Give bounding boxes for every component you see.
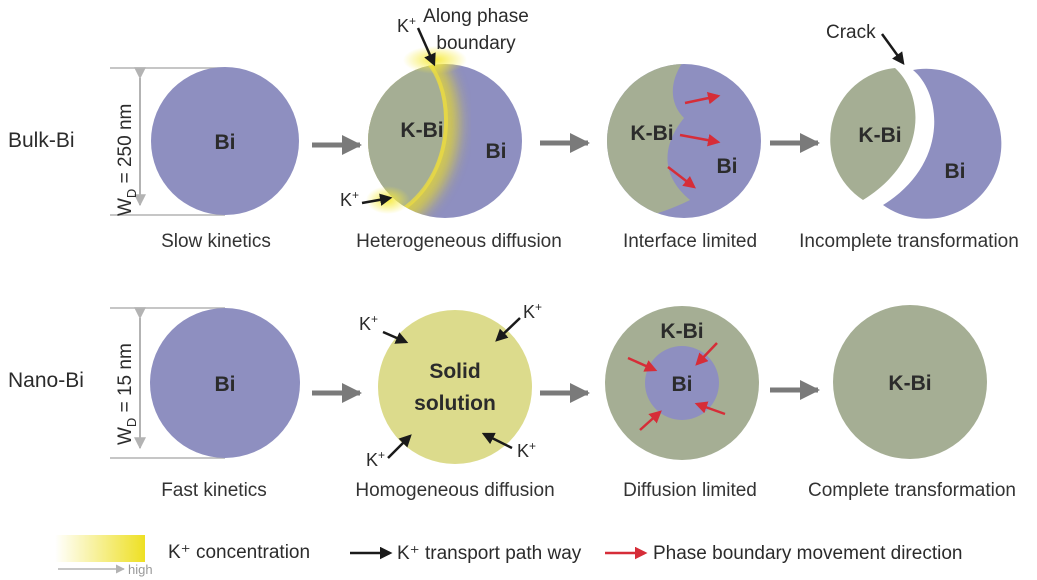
kplus-transport-arrow xyxy=(416,27,436,67)
caption-interface-limited: Interface limited xyxy=(623,231,757,252)
incomplete-kbi-label: K-Bi xyxy=(858,124,901,147)
caption-complete-transformation: Complete transformation xyxy=(808,480,1016,501)
kplus-transport-arrow xyxy=(361,193,393,206)
nano-bi-label: Bi xyxy=(215,373,236,396)
kplus-label: K+ xyxy=(366,448,385,470)
hetero-bi-label: Bi xyxy=(486,140,507,163)
phase-boundary-label-1: Along phase xyxy=(423,6,529,27)
gradient-high-label: high xyxy=(128,562,153,577)
kplus-top-label: K+ xyxy=(397,14,416,36)
interface-bi-label: Bi xyxy=(717,155,738,178)
row-label-nano: Nano-Bi xyxy=(8,369,84,392)
phase-movement-arrow xyxy=(627,356,658,372)
size-label-nano: WD = 15 nm xyxy=(115,343,139,445)
nano-bi-particle xyxy=(150,308,300,458)
size-label-bulk: WD = 250 nm xyxy=(115,104,139,216)
diffusion-bi-label: Bi xyxy=(672,373,693,396)
complete-kbi-particle xyxy=(833,305,987,459)
legend-transport-label: K⁺ transport path way xyxy=(397,543,582,564)
kplus-transport-arrow xyxy=(495,317,521,342)
solution-label: solution xyxy=(414,392,496,415)
solid-solution-particle xyxy=(378,310,532,464)
kplus-label: K+ xyxy=(517,439,536,461)
kplus-label: K+ xyxy=(359,312,378,334)
crack-pointer-arrow xyxy=(880,33,905,66)
caption-homogeneous-diffusion: Homogeneous diffusion xyxy=(355,480,554,501)
complete-kbi-label: K-Bi xyxy=(888,372,931,395)
caption-incomplete-transformation: Incomplete transformation xyxy=(799,231,1019,252)
caption-diffusion-limited: Diffusion limited xyxy=(623,480,757,501)
bulk-bi-particle xyxy=(151,67,299,215)
caption-heterogeneous-diffusion: Heterogeneous diffusion xyxy=(356,231,562,252)
row-label-bulk: Bulk-Bi xyxy=(8,129,75,152)
kplus-transport-arrow xyxy=(481,432,513,450)
phase-movement-arrow xyxy=(694,401,726,416)
kplus-bottom-label: K+ xyxy=(340,188,359,210)
kplus-transport-arrow xyxy=(387,434,412,459)
kplus-transport-arrow xyxy=(382,330,409,344)
k-concentration-gradient-swatch xyxy=(55,535,145,562)
incomplete-kbi-core xyxy=(830,68,916,200)
phase-movement-arrow xyxy=(695,342,718,366)
incomplete-bi-label: Bi xyxy=(945,160,966,183)
solid-label: Solid xyxy=(429,360,480,383)
phase-movement-arrow xyxy=(679,133,721,147)
interface-kbi-label: K-Bi xyxy=(630,122,673,145)
legend-phase-label: Phase boundary movement direction xyxy=(653,543,962,564)
caption-fast-kinetics: Fast kinetics xyxy=(161,480,267,501)
phase-movement-arrow xyxy=(684,91,721,105)
phase-movement-arrow xyxy=(667,166,696,189)
legend-concentration-label: K⁺ concentration xyxy=(168,542,310,563)
caption-slow-kinetics: Slow kinetics xyxy=(161,231,271,252)
phase-movement-arrow xyxy=(639,410,662,431)
bulk-bi-label: Bi xyxy=(215,131,236,154)
phase-boundary-label-2: boundary xyxy=(436,33,516,54)
kplus-label: K+ xyxy=(523,300,542,322)
diffusion-kbi-label: K-Bi xyxy=(660,320,703,343)
incomplete-bi-shell xyxy=(883,68,1002,219)
crack-label: Crack xyxy=(826,22,876,43)
hetero-kbi-label: K-Bi xyxy=(400,119,443,142)
